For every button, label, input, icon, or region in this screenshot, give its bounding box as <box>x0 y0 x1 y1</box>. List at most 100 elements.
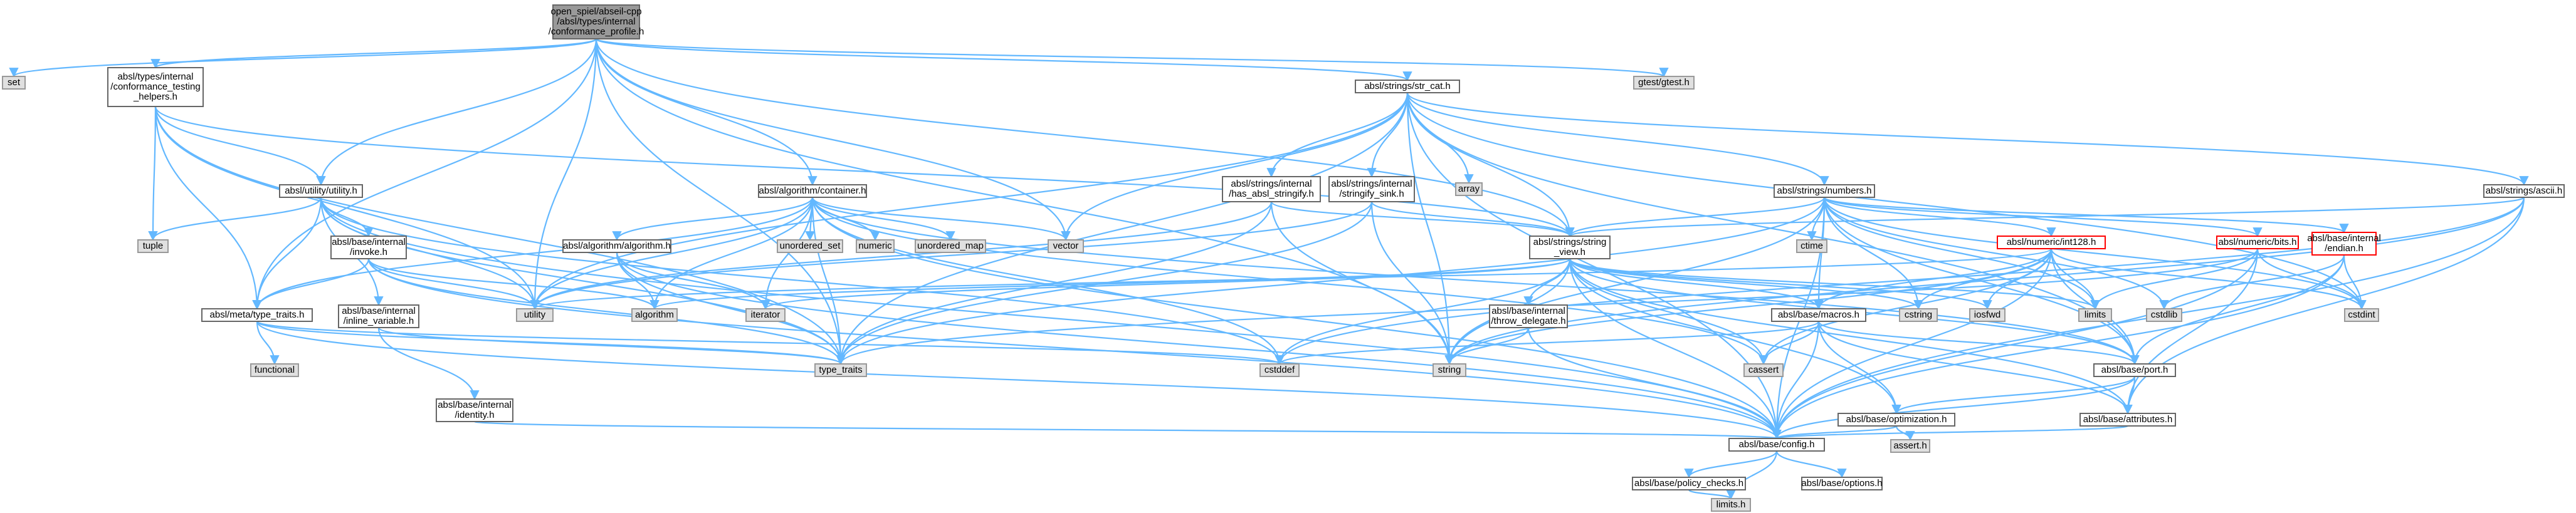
node-root: open_spiel/abseil-cpp/absl/types/interna… <box>549 4 644 39</box>
node-label: utility <box>524 309 546 320</box>
node-label: /has_absl_stringify.h <box>1229 189 1314 199</box>
node-bits[interactable]: absl/numeric/bits.h <box>2216 236 2299 249</box>
edge-bits-to-cstdint <box>2256 248 2367 310</box>
node-box <box>1632 477 1746 490</box>
node-has-stringify[interactable]: absl/strings/internal/has_absl_stringify… <box>1222 176 1321 202</box>
node-array: array <box>1455 182 1483 196</box>
node-label: absl/algorithm/algorithm.h <box>563 241 671 251</box>
node-label: string <box>1438 365 1461 375</box>
node-box <box>1489 304 1568 328</box>
node-utility: utility <box>516 308 554 322</box>
node-type-traits-h[interactable]: absl/meta/type_traits.h <box>201 308 313 322</box>
node-label: assert.h <box>1893 440 1927 451</box>
node-gtest: gtest/gtest.h <box>1633 76 1695 90</box>
node-numbers[interactable]: absl/strings/numbers.h <box>1774 184 1875 198</box>
edge-invoke-to-type_traits_h <box>252 258 370 310</box>
node-endian[interactable]: absl/base/internal/endian.h <box>2307 232 2381 256</box>
node-label: cstring <box>1905 309 1932 320</box>
edge-string_view-to-config <box>1569 258 1782 440</box>
node-label: absl/base/optimization.h <box>1846 414 1947 425</box>
node-port[interactable]: absl/base/port.h <box>2093 363 2176 377</box>
node-label: _helpers.h <box>133 91 177 102</box>
edge-root-to-vector <box>595 38 1071 241</box>
node-box <box>552 4 640 39</box>
node-conf-testing[interactable]: absl/types/internal/conformance_testing_… <box>107 67 204 107</box>
edge-has_stringify-to-string <box>1270 201 1454 365</box>
node-identity[interactable]: absl/base/internal/identity.h <box>436 398 513 422</box>
node-box <box>2093 363 2176 377</box>
node-label: /conformance_profile.h <box>549 26 644 37</box>
node-vector: vector <box>1048 239 1084 253</box>
node-label: absl/base/macros.h <box>1778 309 1859 320</box>
node-label: /identity.h <box>455 410 494 420</box>
node-policy-checks[interactable]: absl/base/policy_checks.h <box>1632 477 1746 490</box>
node-config[interactable]: absl/base/config.h <box>1728 438 1825 452</box>
node-algorithm-h[interactable]: absl/algorithm/algorithm.h <box>562 239 671 253</box>
edge-string_view-to-optimization <box>1569 258 1901 415</box>
node-label: /throw_delegate.h <box>1491 316 1565 326</box>
node-throw-delegate[interactable]: absl/base/internal/throw_delegate.h <box>1489 304 1568 328</box>
edge-str_cat-to-numbers <box>1406 92 1829 186</box>
node-utility-h[interactable]: absl/utility/utility.h <box>279 184 363 198</box>
edge-config-to-policy_checks <box>1684 450 1778 479</box>
node-container[interactable]: absl/algorithm/container.h <box>758 184 867 198</box>
node-box <box>1633 76 1695 90</box>
node-label: absl/base/port.h <box>2101 365 2169 375</box>
edge-str_cat-to-config <box>1406 92 1782 440</box>
node-optimization[interactable]: absl/base/optimization.h <box>1837 413 1955 427</box>
edge-int128-to-string <box>1444 248 2053 365</box>
node-label: ctime <box>1801 241 1823 251</box>
node-options[interactable]: absl/base/options.h <box>1801 477 1883 490</box>
node-label: unordered_set <box>780 241 841 251</box>
node-assert-h: assert.h <box>1890 439 1930 453</box>
node-box <box>107 67 204 107</box>
node-label: tuple <box>143 241 164 251</box>
edge-endian-to-config <box>1772 254 2345 440</box>
edge-container-to-port <box>811 197 2140 365</box>
node-macros[interactable]: absl/base/macros.h <box>1771 308 1866 322</box>
node-label: /conformance_testing <box>110 81 200 92</box>
edge-root-to-container <box>595 38 817 186</box>
node-box <box>1048 239 1084 253</box>
node-label: cassert <box>1748 365 1779 375</box>
node-box <box>1969 308 2006 322</box>
edge-invoke-to-algorithm <box>367 258 660 310</box>
edge-int128-to-iosfwd <box>1982 248 2053 310</box>
edge-policy_checks-to-limits_h <box>1688 489 1736 500</box>
node-str-cat[interactable]: absl/strings/str_cat.h <box>1355 80 1460 93</box>
node-label: absl/strings/internal <box>1231 179 1312 189</box>
node-attributes[interactable]: absl/base/attributes.h <box>2079 413 2176 427</box>
node-box <box>1711 498 1751 512</box>
edge-conf_testing-to-string_view <box>154 106 1575 237</box>
edge-macros-to-port <box>1817 321 2140 365</box>
edge-numbers-to-type_traits <box>836 197 1826 365</box>
node-label: numeric <box>858 241 892 251</box>
node-int128[interactable]: absl/numeric/int128.h <box>1997 236 2106 249</box>
edge-int128-to-limits <box>2050 248 2100 310</box>
edge-string_view-to-iosfwd <box>1569 258 1992 310</box>
node-inline-variable[interactable]: absl/base/internal/inline_variable.h <box>338 304 419 328</box>
node-label: absl/types/internal <box>118 71 194 82</box>
node-box <box>1433 363 1466 377</box>
node-invoke[interactable]: absl/base/internal/invoke.h <box>330 236 407 259</box>
edge-root-to-utility <box>530 38 597 310</box>
node-string-view[interactable]: absl/strings/string_view.h <box>1529 236 1611 259</box>
edge-int128-to-utility <box>530 248 2053 310</box>
node-stringify-sink[interactable]: absl/strings/internal/stringify_sink.h <box>1328 176 1415 202</box>
node-label: cstddef <box>1264 365 1295 375</box>
edge-type_traits_h-to-cstddef <box>256 321 1285 365</box>
edge-port-to-attributes <box>2123 376 2136 415</box>
node-label: /stringify_sink.h <box>1339 189 1404 199</box>
edge-str_cat-to-has_stringify <box>1266 92 1409 178</box>
node-unordered-set: unordered_set <box>777 239 843 253</box>
node-ascii[interactable]: absl/strings/ascii.h <box>2483 184 2565 198</box>
node-label: /absl/types/internal <box>557 16 635 27</box>
edge-str_cat-to-string_view <box>1406 92 1575 237</box>
node-label: absl/numeric/bits.h <box>2218 237 2296 247</box>
edge-container-to-cstddef <box>811 197 1285 365</box>
edge-macros-to-cassert <box>1759 321 1820 365</box>
edge-str_cat-to-type_traits <box>836 92 1409 365</box>
edge-macros-to-config <box>1772 321 1820 440</box>
edge-root-to-utility_h <box>316 38 597 186</box>
edge-endian-to-cstdint <box>2343 254 2367 310</box>
